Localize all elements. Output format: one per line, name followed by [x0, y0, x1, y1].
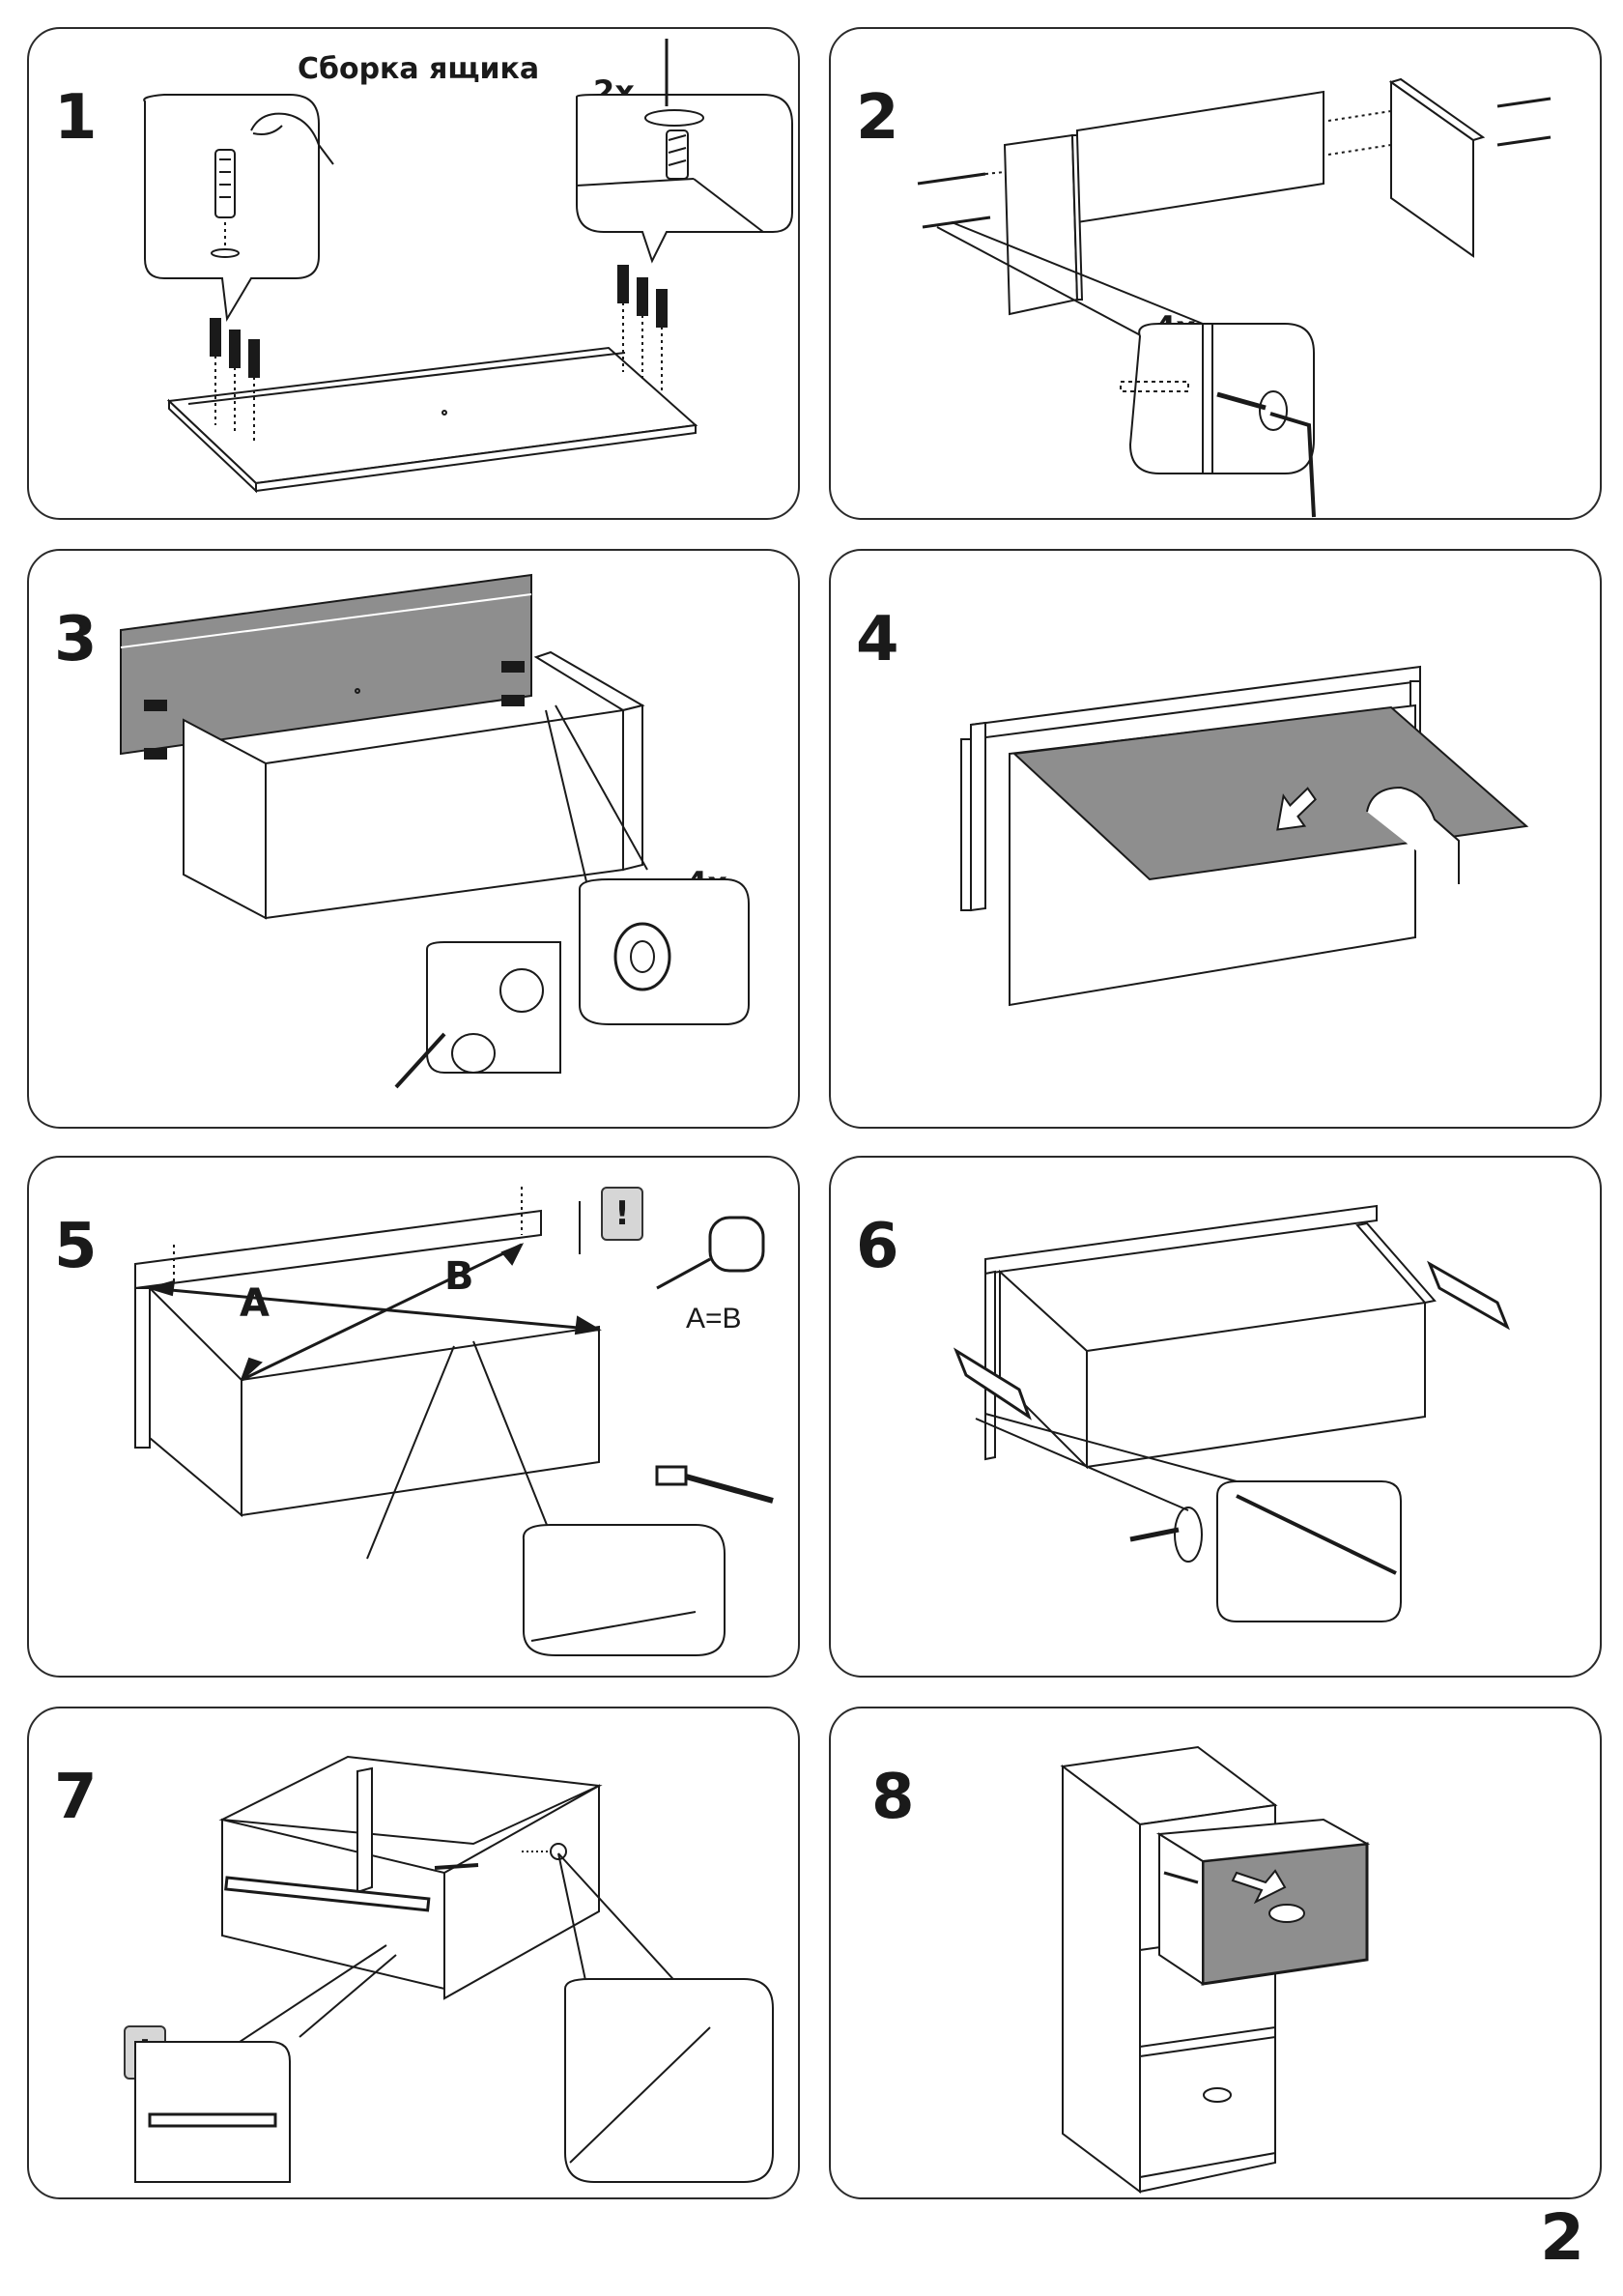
step-number: 7: [54, 1762, 98, 1833]
hand-icon: [251, 114, 333, 164]
page-title: Сборка ящика: [298, 52, 540, 86]
diagonal-a-label: A: [240, 1281, 270, 1326]
step-number: 6: [856, 1211, 899, 1282]
bottom-panel-slide-illustration: [831, 551, 1602, 1129]
step-7-panel: 7 !: [27, 1707, 800, 2199]
tape-measure-icon: [657, 1218, 763, 1288]
hand-icon: [1367, 788, 1459, 884]
step-5-panel: 5 A B ! A=B: [27, 1156, 800, 1678]
handle-icon: [522, 1844, 566, 1859]
step-number: 2: [856, 82, 899, 154]
step-number: 8: [871, 1762, 915, 1833]
screwdriver-icon: [1130, 1530, 1179, 1539]
drawer-slide-icon: [956, 1264, 1507, 1417]
step-number: 4: [856, 604, 899, 675]
hex-key-icon: [1270, 414, 1314, 517]
nail-icon: [174, 1187, 580, 1283]
page-number: 2: [1540, 2200, 1584, 2275]
hammer-icon: [657, 1467, 773, 1501]
dowel-insertion-illustration: [29, 29, 800, 520]
arrow-icon: [1233, 1871, 1285, 1902]
step-number: 3: [54, 604, 98, 675]
step-3-panel: 3 4x: [27, 549, 800, 1129]
warning-badge: !: [601, 1187, 643, 1241]
step-8-panel: 8: [829, 1707, 1602, 2199]
diagonal-b-label: B: [444, 1254, 474, 1299]
step-1-panel: 1 Сборка ящика 2x 2x: [27, 27, 800, 520]
drawer-insertion-illustration: [831, 1708, 1602, 2199]
dowel-icon: [211, 319, 259, 443]
arrow-icon: [1264, 782, 1324, 840]
side-panel-screw-illustration: [831, 29, 1602, 520]
step-4-panel: 4: [829, 549, 1602, 1129]
cam-lock-illustration: [29, 551, 800, 1129]
drawer-slide-icon: [226, 1878, 429, 1910]
drawer-slide-mount-illustration: [831, 1158, 1602, 1678]
confirmat-screw-icon: [918, 99, 1551, 227]
screwdriver-icon: [645, 39, 703, 126]
screwdriver-icon: [396, 1034, 444, 1087]
cam-lock-icon: [615, 924, 669, 990]
step-6-panel: 6: [829, 1156, 1602, 1678]
equality-note: A=B: [686, 1303, 742, 1335]
step-number: 1: [54, 82, 98, 154]
step-2-panel: 2 4x: [829, 27, 1602, 520]
handle-icon: [1204, 2088, 1231, 2102]
drawer-front-handle-illustration: [29, 1708, 800, 2199]
diagonal-measure-illustration: [29, 1158, 800, 1678]
step-number: 5: [54, 1211, 98, 1282]
